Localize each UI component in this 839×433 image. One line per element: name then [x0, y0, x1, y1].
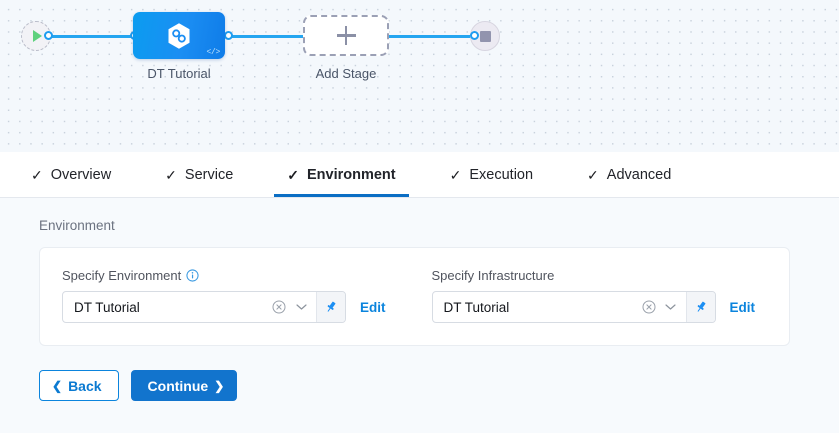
tab-advanced[interactable]: ✓ Advanced — [574, 152, 684, 197]
check-icon: ✓ — [449, 166, 462, 183]
specify-environment-group: Specify Environment DT Tutorial — [62, 268, 386, 323]
pin-icon — [327, 301, 336, 312]
connector-dot-start[interactable] — [44, 31, 53, 40]
infrastructure-dropdown-button[interactable] — [660, 292, 682, 322]
connector-dot-stage-output[interactable] — [224, 31, 233, 40]
wizard-footer: ❮ Back Continue ❯ — [39, 370, 839, 401]
continue-button[interactable]: Continue ❯ — [130, 370, 238, 401]
code-badge-icon: </> — [206, 48, 220, 57]
chevron-left-icon: ❮ — [52, 378, 63, 393]
infrastructure-edit-link[interactable]: Edit — [729, 299, 756, 315]
hexagon-link-icon — [168, 22, 190, 49]
add-stage-button[interactable] — [303, 15, 389, 56]
environment-dropdown-button[interactable] — [290, 292, 312, 322]
stage-tabs: ✓ Overview ✓ Service ✓ Environment ✓ Exe… — [0, 152, 839, 198]
infrastructure-pin-button[interactable] — [685, 292, 715, 322]
tab-overview-label: Overview — [50, 166, 112, 183]
specify-environment-row: DT Tutorial — [62, 291, 386, 323]
infrastructure-select-value[interactable]: DT Tutorial — [443, 299, 510, 315]
info-icon[interactable] — [186, 269, 199, 282]
environment-select[interactable]: DT Tutorial — [62, 291, 346, 323]
check-icon: ✓ — [165, 166, 177, 183]
back-button[interactable]: ❮ Back — [39, 370, 119, 401]
tab-service[interactable]: ✓ Service — [152, 152, 246, 197]
circle-x-icon — [642, 300, 655, 314]
check-icon: ✓ — [31, 166, 43, 183]
environment-card: Specify Environment DT Tutorial — [39, 247, 790, 346]
play-icon — [33, 30, 42, 42]
edge-stage-to-addstage — [228, 35, 303, 38]
edge-start-to-stage — [48, 35, 134, 38]
add-stage-label: Add Stage — [315, 66, 377, 81]
tab-environment-label: Environment — [307, 166, 396, 183]
circle-x-icon — [272, 300, 286, 314]
environment-select-value[interactable]: DT Tutorial — [74, 299, 140, 315]
environment-pin-button[interactable] — [316, 292, 345, 322]
chevron-down-icon — [295, 304, 307, 310]
specify-environment-label: Specify Environment — [62, 268, 182, 283]
specify-infrastructure-label: Specify Infrastructure — [431, 268, 555, 283]
edge-addstage-to-end — [388, 35, 474, 38]
check-icon: ✓ — [587, 166, 599, 183]
back-button-label: Back — [68, 377, 102, 394]
infrastructure-select[interactable]: DT Tutorial — [431, 291, 716, 323]
tab-environment[interactable]: ✓ Environment — [274, 152, 409, 197]
continue-button-label: Continue — [147, 377, 209, 394]
environment-edit-link[interactable]: Edit — [360, 299, 386, 315]
check-icon: ✓ — [287, 166, 299, 183]
chevron-right-icon: ❯ — [214, 378, 225, 393]
specify-infrastructure-label-row: Specify Infrastructure — [432, 268, 756, 283]
specify-infrastructure-group: Specify Infrastructure DT Tutorial — [431, 268, 756, 323]
infrastructure-clear-button[interactable] — [638, 292, 660, 322]
tab-service-label: Service — [184, 166, 234, 183]
tab-execution[interactable]: ✓ Execution — [437, 152, 546, 197]
environment-clear-button[interactable] — [268, 292, 290, 322]
stage-node-label: DT Tutorial — [147, 66, 211, 81]
tab-overview[interactable]: ✓ Overview — [18, 152, 124, 197]
tab-advanced-label: Advanced — [606, 166, 672, 183]
environment-panel: Environment Specify Environment DT Tutor… — [0, 198, 839, 433]
connector-dot-end[interactable] — [470, 31, 479, 40]
specify-infrastructure-row: DT Tutorial — [431, 291, 756, 323]
stage-node-dt-tutorial[interactable]: </> — [133, 12, 225, 59]
pin-icon — [697, 301, 705, 312]
pipeline-end-node[interactable] — [470, 21, 500, 51]
tab-execution-label: Execution — [469, 166, 534, 183]
specify-environment-label-row: Specify Environment — [62, 268, 386, 283]
pipeline-canvas[interactable]: </> DT Tutorial Add Stage — [0, 0, 839, 152]
chevron-down-icon — [665, 304, 676, 310]
stop-icon — [479, 30, 491, 42]
plus-icon — [336, 26, 356, 45]
section-title: Environment — [39, 218, 115, 233]
